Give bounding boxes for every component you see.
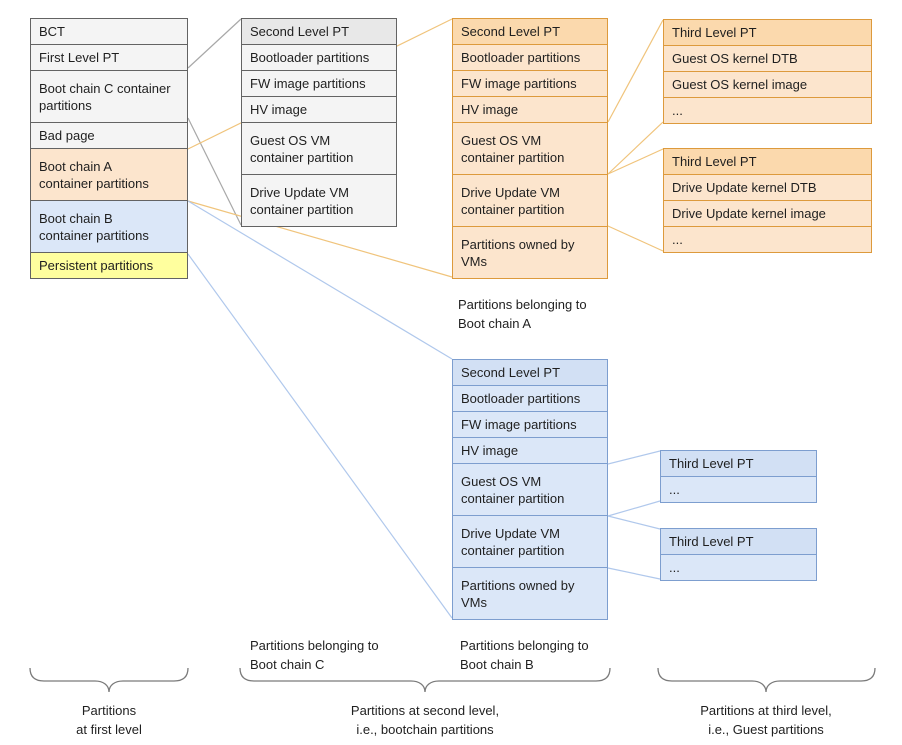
connector-line-gray-top: [187, 18, 242, 69]
connector-line-blue-guest-top: [607, 450, 661, 465]
label-boot-chain-a: Partitions belonging to Boot chain A: [458, 297, 587, 331]
connector-line-blue-left-top: [187, 200, 453, 360]
table-row: Partitions owned by VMs: [452, 567, 608, 620]
table-header: Second Level PT: [452, 359, 608, 386]
table-row: HV image: [452, 437, 608, 464]
table-header: Third Level PT: [660, 450, 817, 477]
table-row: Drive Update VM container partition: [452, 174, 608, 227]
table-row: Bootloader partitions: [452, 385, 608, 412]
table-row: BCT: [30, 18, 188, 45]
connector-line-gray-bottom: [187, 117, 242, 226]
connector-line-orange-drive-bottom: [607, 225, 664, 252]
table-row: Drive Update VM container partition: [241, 174, 397, 227]
third-level-pt-drive-chain-b: Third Level PT ...: [660, 528, 817, 581]
table-row: HV image: [452, 96, 608, 123]
table-row: Guest OS VM container partition: [452, 122, 608, 175]
table-row: FW image partitions: [452, 70, 608, 97]
second-level-pt-chain-c: Second Level PT Bootloader partitions FW…: [241, 18, 397, 227]
table-row: Partitions owned by VMs: [452, 226, 608, 279]
table-row: Guest OS VM container partition: [452, 463, 608, 516]
connector-line-blue-drive-top: [607, 515, 661, 530]
table-row: Guest OS VM container partition: [241, 122, 397, 175]
second-level-pt-chain-b: Second Level PT Bootloader partitions FW…: [452, 359, 608, 620]
table-row: Drive Update kernel DTB: [663, 174, 872, 201]
table-row: Boot chain B container partitions: [30, 200, 188, 253]
table-row: HV image: [241, 96, 397, 123]
table-row: Bootloader partitions: [241, 44, 397, 71]
second-level-pt-chain-a: Second Level PT Bootloader partitions FW…: [452, 18, 608, 279]
table-header: Second Level PT: [452, 18, 608, 45]
label-partitions-first-level: Partitions at first level: [76, 703, 142, 737]
table-row: Bootloader partitions: [452, 44, 608, 71]
table-row: ...: [663, 226, 872, 253]
table-row: Drive Update kernel image: [663, 200, 872, 227]
third-level-pt-guest-chain-a: Third Level PT Guest OS kernel DTB Guest…: [663, 19, 872, 124]
connector-line-orange-drive-top: [607, 148, 664, 175]
table-row: ...: [663, 97, 872, 124]
table-row: Boot chain C container partitions: [30, 70, 188, 123]
connector-line-orange-left-bottom: [187, 200, 453, 278]
brace-second-level: [239, 667, 611, 693]
connector-line-blue-guest-bottom: [607, 500, 661, 517]
label-partitions-third-level: Partitions at third level, i.e., Guest p…: [700, 703, 832, 737]
table-row: ...: [660, 476, 817, 503]
connector-line-orange-guest-bottom: [607, 121, 664, 175]
table-header: Third Level PT: [663, 148, 872, 175]
third-level-pt-guest-chain-b: Third Level PT ...: [660, 450, 817, 503]
connector-line-orange-guest-top: [607, 19, 664, 123]
brace-third-level: [657, 667, 876, 693]
table-row: Persistent partitions: [30, 252, 188, 279]
first-level-partition-table: BCT First Level PT Boot chain C containe…: [30, 18, 188, 279]
brace-first-level: [29, 667, 189, 693]
label-partitions-second-level: Partitions at second level, i.e., bootch…: [350, 703, 500, 737]
table-header: Third Level PT: [660, 528, 817, 555]
table-row: ...: [660, 554, 817, 581]
table-row: First Level PT: [30, 44, 188, 71]
connector-line-blue-left-bottom: [187, 253, 453, 619]
table-row: FW image partitions: [452, 411, 608, 438]
table-row: Guest OS kernel image: [663, 71, 872, 98]
table-row: Guest OS kernel DTB: [663, 45, 872, 72]
label-boot-chain-c: Partitions belonging to Boot chain C: [250, 638, 379, 672]
connector-line-blue-drive-bottom: [607, 567, 661, 580]
table-row: Drive Update VM container partition: [452, 515, 608, 568]
table-row: Boot chain A container partitions: [30, 148, 188, 201]
table-header: Second Level PT: [241, 18, 397, 45]
table-header: Third Level PT: [663, 19, 872, 46]
label-boot-chain-b: Partitions belonging to Boot chain B: [460, 638, 589, 672]
table-row: Bad page: [30, 122, 188, 149]
third-level-pt-drive-chain-a: Third Level PT Drive Update kernel DTB D…: [663, 148, 872, 253]
table-row: FW image partitions: [241, 70, 397, 97]
